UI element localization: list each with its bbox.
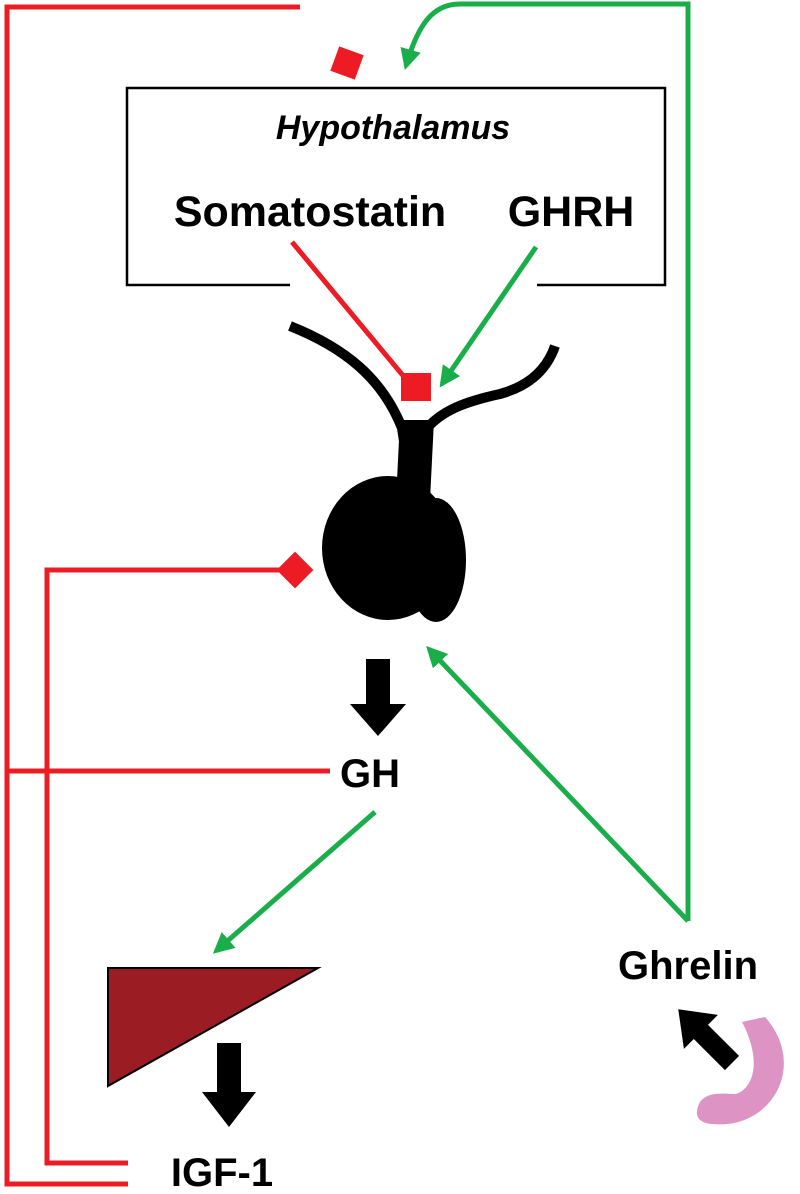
igf1-label: IGF-1 xyxy=(171,1151,273,1194)
igf1-to-pituitary-line xyxy=(44,567,290,1166)
stomach-icon xyxy=(696,1017,784,1125)
somatostatin-line xyxy=(290,240,407,380)
pituitary-inhibit-head xyxy=(276,551,314,589)
ghrelin-to-pituitary-arrow xyxy=(426,645,690,923)
ghrelin-label: Ghrelin xyxy=(618,944,758,988)
production-arrows xyxy=(202,659,740,1127)
inhibition-heads xyxy=(276,46,431,589)
pituitary-gland-icon xyxy=(288,321,560,622)
pituitary-to-gh-arrow xyxy=(350,659,406,736)
ghrh-arrow xyxy=(439,245,539,388)
somatostatin-label: Somatostatin xyxy=(174,188,446,236)
liver-to-igf1-arrow xyxy=(202,1043,256,1127)
hypothalamus-label: Hypothalamus xyxy=(276,109,510,147)
inhibition-lines xyxy=(4,4,407,1187)
ghrelin-to-hypothalamus-arrow xyxy=(400,1,691,921)
hypothalamus-inhibit-head xyxy=(330,46,364,80)
somatostatin-inhibit-head xyxy=(401,373,431,401)
stimulation-arrows xyxy=(212,1,691,954)
liver-icon xyxy=(107,967,322,1088)
ghrh-label: GHRH xyxy=(508,188,635,236)
hypothalamus-box xyxy=(125,86,667,287)
gh-to-liver-arrow xyxy=(212,810,377,954)
stomach-to-ghrelin-arrow xyxy=(678,1009,740,1071)
igf1-feedback-line xyxy=(4,4,300,1187)
gh-label: GH xyxy=(340,752,400,796)
